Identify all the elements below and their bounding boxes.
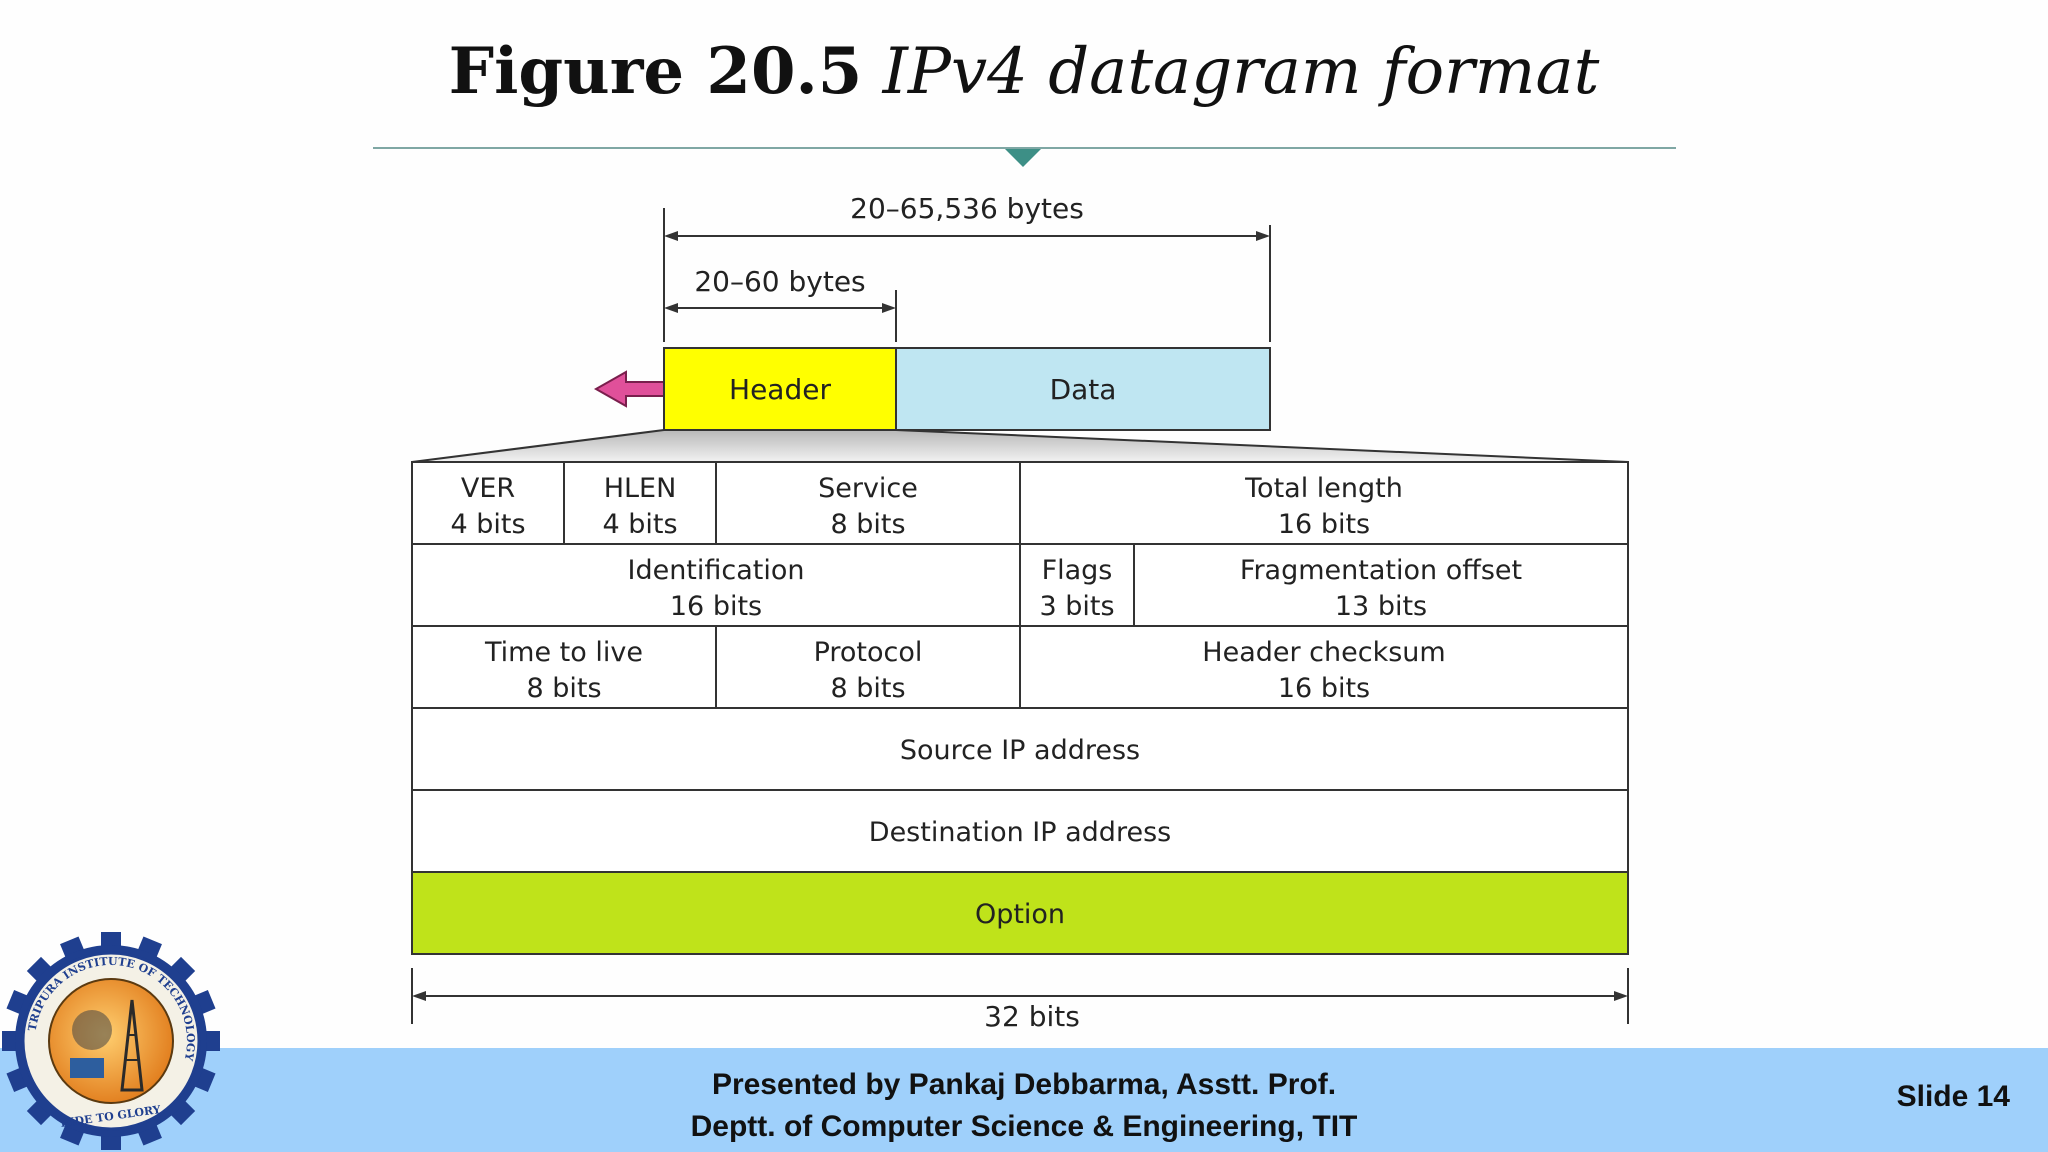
field-name: Protocol [814, 637, 923, 668]
field-bits: 16 bits [670, 591, 762, 622]
presenter-department: Deptt. of Computer Science & Engineering… [690, 1110, 1358, 1143]
expansion-fan [412, 430, 1628, 462]
field-flags [1019, 543, 1135, 627]
field-name: Identification [627, 555, 804, 586]
field-name: Service [818, 473, 918, 504]
presenter-info: Presented by Pankaj Debbarma, Asstt. Pro… [0, 1064, 2048, 1148]
dimension-word-width: 32 bits [411, 968, 1629, 1033]
header-box-label: Header [729, 373, 831, 406]
field-name: HLEN [604, 473, 677, 504]
field-name: Total length [1244, 473, 1403, 504]
data-box-label: Data [1050, 373, 1117, 406]
data-box [895, 347, 1271, 431]
header-length-label: 20–60 bytes [694, 265, 865, 298]
title-divider [373, 147, 1676, 149]
field-identification [411, 543, 1021, 627]
field-header-checksum [1019, 625, 1629, 709]
field-total-length [1019, 461, 1629, 545]
ipv4-datagram-diagram: 20–65,536 bytes 20–60 bytes Header Data … [411, 192, 1629, 1033]
footer-bar [0, 1048, 2048, 1152]
field-bits: 8 bits [526, 673, 601, 704]
field-bits: 3 bits [1039, 591, 1114, 622]
field-name: Option [975, 899, 1065, 930]
field-source-ip-address [411, 707, 1629, 791]
presenter-name: Presented by Pankaj Debbarma, Asstt. Pro… [711, 1068, 1337, 1101]
field-name: Header checksum [1202, 637, 1445, 668]
field-destination-ip-address [411, 789, 1629, 873]
total-length-label: 20–65,536 bytes [850, 192, 1084, 225]
field-option [411, 871, 1629, 955]
left-arrow-icon [593, 370, 665, 408]
divider-marker-icon [1005, 149, 1041, 167]
figure-number: Figure 20.5 [448, 34, 863, 109]
field-bits: 8 bits [830, 673, 905, 704]
field-bits: 4 bits [602, 509, 677, 540]
field-name: Fragmentation offset [1240, 555, 1522, 586]
header-fields-table: VER 4 bits HLEN 4 bits Service 8 bits Total le… [411, 461, 1629, 955]
institute-logo: TRIPURA INSTITUTE OF TECHNOLOGY RIDE TO … [2, 932, 220, 1150]
slide-number: Slide 14 [1896, 1080, 2010, 1113]
word-width-label: 32 bits [984, 1000, 1080, 1033]
field-bits: 16 bits [1278, 673, 1370, 704]
field-bits: 4 bits [450, 509, 525, 540]
field-bits: 8 bits [830, 509, 905, 540]
field-bits: 16 bits [1278, 509, 1370, 540]
field-time-to-live [411, 625, 717, 709]
header-box [663, 347, 897, 431]
field-name: Source IP address [900, 735, 1140, 766]
field-service [715, 461, 1021, 545]
figure-caption: IPv4 datagram format [882, 35, 1600, 109]
field-name: Flags [1042, 555, 1113, 586]
field-name: Time to live [484, 637, 643, 668]
field-bits: 13 bits [1335, 591, 1427, 622]
dimension-header-length: 20–60 bytes [664, 265, 897, 342]
field-name: Destination IP address [869, 817, 1171, 848]
dimension-total-length: 20–65,536 bytes [663, 192, 1271, 342]
field-name: VER [461, 473, 515, 504]
slide-title: Figure 20.5 IPv4 datagram format [0, 34, 2048, 109]
